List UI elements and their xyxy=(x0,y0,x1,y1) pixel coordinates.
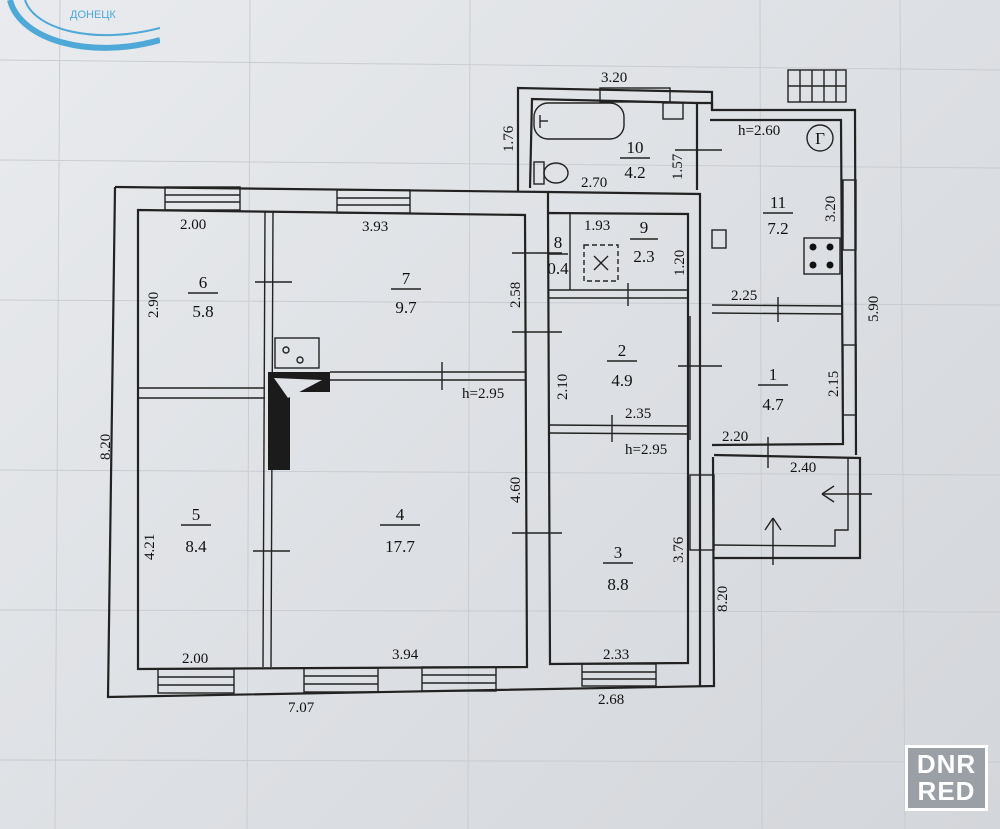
room-labels: 104.2 117.2 65.8 79.7 80.4 92.3 24.9 14.… xyxy=(181,138,793,594)
svg-text:4: 4 xyxy=(396,505,405,524)
height-kitchen: h=2.60 xyxy=(738,123,780,139)
svg-text:2.25: 2.25 xyxy=(731,288,757,304)
room-1-label: 14.7 xyxy=(758,365,788,414)
svg-text:17.7: 17.7 xyxy=(385,537,415,556)
svg-text:8.4: 8.4 xyxy=(185,537,207,556)
svg-text:1: 1 xyxy=(769,365,778,384)
dimension-labels: 3.20 2.70 2.00 3.93 1.93 2.25 2.35 2.20 … xyxy=(98,70,882,716)
svg-text:8: 8 xyxy=(554,233,563,252)
svg-text:3.93: 3.93 xyxy=(362,219,388,235)
vent-icon xyxy=(583,244,619,282)
outer-walls xyxy=(106,86,862,699)
svg-text:2.68: 2.68 xyxy=(598,692,624,708)
svg-text:1.20: 1.20 xyxy=(672,250,688,276)
door-marks xyxy=(253,149,779,552)
svg-text:5.90: 5.90 xyxy=(866,296,882,322)
svg-text:2.35: 2.35 xyxy=(625,406,651,422)
svg-text:7: 7 xyxy=(402,269,411,288)
official-stamp: ДОНЕЦК xyxy=(7,0,160,51)
toilet-icon xyxy=(533,161,569,185)
height-room3: h=2.95 xyxy=(625,442,667,458)
svg-text:7.2: 7.2 xyxy=(767,219,788,238)
svg-text:0.4: 0.4 xyxy=(547,259,569,278)
svg-text:2.70: 2.70 xyxy=(581,175,607,191)
bathtub-icon xyxy=(533,102,625,140)
room-11-label: 117.2 xyxy=(763,193,793,238)
room-7-label: 79.7 xyxy=(391,269,421,317)
svg-text:2.90: 2.90 xyxy=(146,292,162,318)
watermark-logo: DNR RED xyxy=(905,745,988,811)
svg-text:7.07: 7.07 xyxy=(288,700,315,716)
svg-text:5: 5 xyxy=(192,505,201,524)
watermark-line1: DNR xyxy=(916,749,977,779)
room-10-label: 104.2 xyxy=(620,138,650,182)
svg-text:2.00: 2.00 xyxy=(180,217,206,233)
room-4-label: 417.7 xyxy=(380,505,420,556)
svg-text:2.40: 2.40 xyxy=(790,460,816,476)
svg-text:4.7: 4.7 xyxy=(762,395,784,414)
svg-text:2.10: 2.10 xyxy=(555,374,571,400)
svg-text:6: 6 xyxy=(199,273,208,292)
svg-text:3.94: 3.94 xyxy=(392,647,419,663)
svg-text:8.20: 8.20 xyxy=(715,586,731,612)
svg-text:4.60: 4.60 xyxy=(508,477,524,503)
svg-text:9.7: 9.7 xyxy=(395,298,417,317)
room-3-label: 38.8 xyxy=(603,543,633,594)
svg-text:10: 10 xyxy=(627,138,644,157)
entrance-arrows xyxy=(764,485,872,565)
stove-icon xyxy=(268,337,330,470)
svg-text:1.57: 1.57 xyxy=(670,153,686,180)
room-6-label: 65.8 xyxy=(188,273,218,321)
svg-text:2: 2 xyxy=(618,341,627,360)
room-5-label: 58.4 xyxy=(181,505,211,556)
room-9-label: 92.3 xyxy=(630,218,658,266)
svg-text:3.20: 3.20 xyxy=(823,196,839,222)
sink-icon xyxy=(662,102,684,120)
svg-text:5.8: 5.8 xyxy=(192,302,213,321)
svg-text:1.93: 1.93 xyxy=(584,218,610,234)
watermark-line2: RED xyxy=(917,776,976,806)
svg-text:8.8: 8.8 xyxy=(607,575,628,594)
svg-text:9: 9 xyxy=(640,218,649,237)
svg-text:8.20: 8.20 xyxy=(98,434,114,460)
gas-meter-label: Г xyxy=(815,129,825,148)
svg-text:2.20: 2.20 xyxy=(722,429,748,445)
svg-text:2.3: 2.3 xyxy=(633,247,654,266)
gas-meter-icon: Г xyxy=(711,124,834,249)
svg-text:4.21: 4.21 xyxy=(142,534,158,560)
windows xyxy=(157,69,857,694)
svg-text:1.76: 1.76 xyxy=(501,125,517,152)
gas-stove-icon xyxy=(803,237,841,275)
height-main: h=2.95 xyxy=(462,386,504,402)
svg-text:3.20: 3.20 xyxy=(601,70,627,86)
room-2-label: 24.9 xyxy=(607,341,637,390)
svg-text:2.00: 2.00 xyxy=(182,651,208,667)
svg-text:11: 11 xyxy=(770,193,786,212)
svg-text:4.9: 4.9 xyxy=(611,371,632,390)
svg-text:2.58: 2.58 xyxy=(508,282,524,308)
svg-text:3: 3 xyxy=(614,543,623,562)
room-8-label: 80.4 xyxy=(547,233,569,278)
svg-text:2.33: 2.33 xyxy=(603,647,629,663)
stamp-text: ДОНЕЦК xyxy=(70,9,116,21)
svg-text:2.15: 2.15 xyxy=(826,371,842,397)
svg-text:3.76: 3.76 xyxy=(671,536,687,563)
svg-text:4.2: 4.2 xyxy=(624,163,645,182)
